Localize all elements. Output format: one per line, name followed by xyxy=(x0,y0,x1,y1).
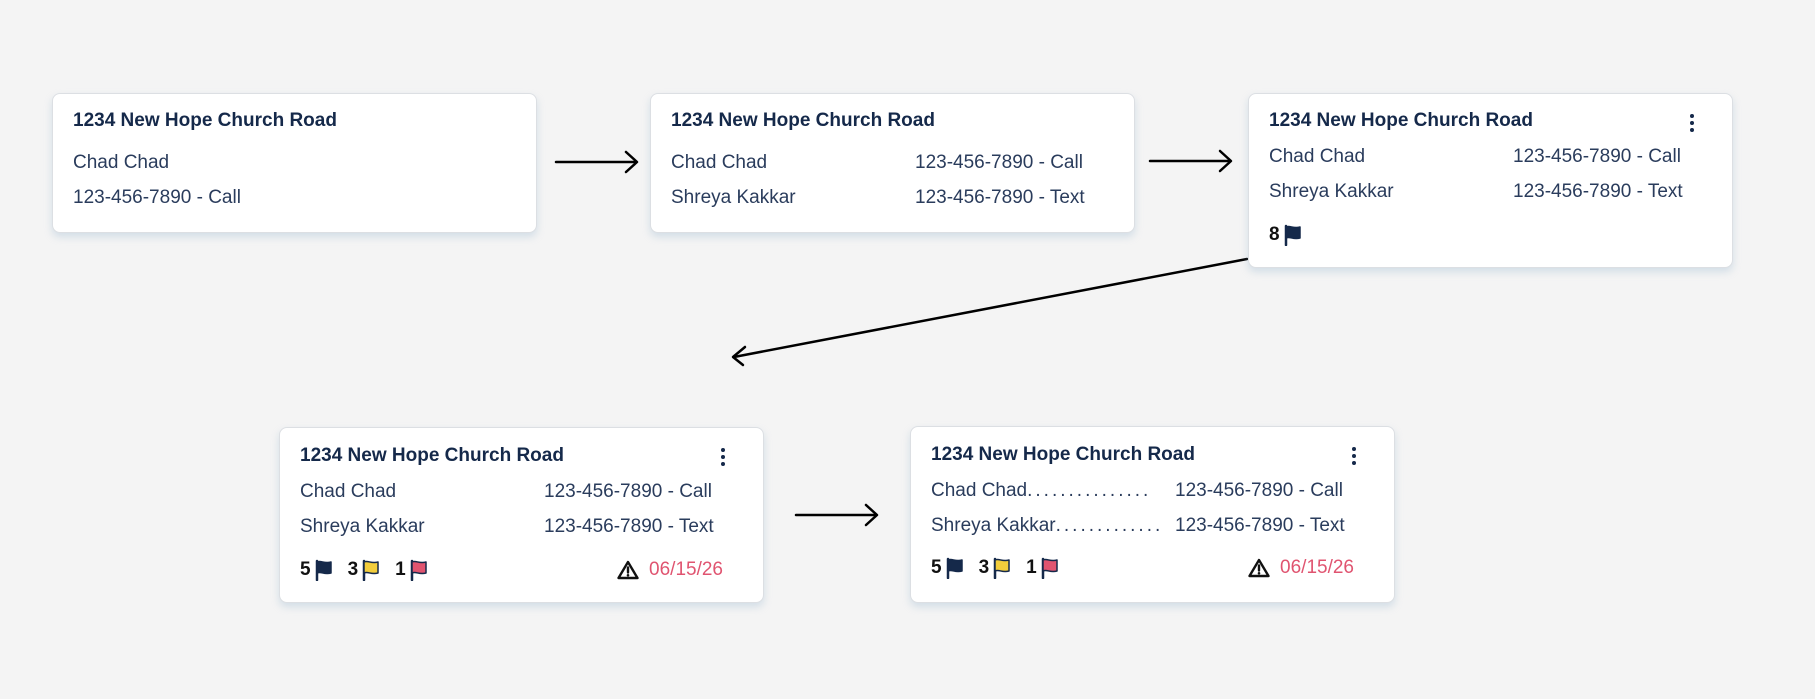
due-date-text: 06/15/26 xyxy=(649,559,723,580)
dot-leader: ............... xyxy=(1027,480,1152,501)
contact-name: Shreya Kakkar xyxy=(671,187,796,208)
contact-phone: 123-456-7890 - Text xyxy=(544,516,714,537)
card-title: 1234 New Hope Church Road xyxy=(1269,110,1533,131)
arrow-card3-to-card4-head xyxy=(731,345,747,367)
card-title: 1234 New Hope Church Road xyxy=(671,110,935,131)
flag-counts: 8 xyxy=(1269,224,1317,246)
contact-name: Chad Chad xyxy=(931,480,1028,501)
arrow-card2-to-card3 xyxy=(1148,149,1233,173)
card-title: 1234 New Hope Church Road xyxy=(931,444,1195,465)
contact-name: Shreya Kakkar xyxy=(1269,181,1394,202)
due-date: 06/15/26 xyxy=(1248,557,1354,579)
more-vertical-icon[interactable] xyxy=(1684,112,1700,134)
property-card-4[interactable]: 1234 New Hope Church Road Chad Chad 123-… xyxy=(279,427,764,603)
flag-navy-icon xyxy=(1284,224,1301,246)
flag-count-red: 1 xyxy=(395,559,429,581)
flag-count-navy: 5 xyxy=(300,559,334,581)
contact-name: Shreya Kakkar xyxy=(300,516,425,537)
due-date: 06/15/26 xyxy=(617,559,723,581)
alert-triangle-icon xyxy=(617,560,639,580)
flag-red-icon xyxy=(1041,557,1058,579)
flag-yellow-icon xyxy=(993,557,1010,579)
flag-count-yellow: 3 xyxy=(979,557,1013,579)
flag-yellow-icon xyxy=(362,559,379,581)
flag-navy-icon xyxy=(946,557,963,579)
more-vertical-icon[interactable] xyxy=(1346,445,1362,467)
contact-name: Chad Chad xyxy=(671,152,768,173)
property-card-1[interactable]: 1234 New Hope Church Road Chad Chad 123-… xyxy=(52,93,537,233)
flag-navy-icon xyxy=(315,559,332,581)
contact-row: Shreya Kakkar ............. 123-456-7890… xyxy=(931,515,1351,537)
due-date-text: 06/15/26 xyxy=(1280,557,1354,578)
contact-phone: 123-456-7890 - Text xyxy=(915,187,1085,208)
flag-counts: 5 3 1 xyxy=(300,559,443,581)
contact-phone: 123-456-7890 - Call xyxy=(544,481,712,502)
card-title: 1234 New Hope Church Road xyxy=(300,445,564,466)
card-title: 1234 New Hope Church Road xyxy=(73,110,337,131)
contact-phone: 123-456-7890 - Text xyxy=(1175,515,1345,536)
contact-phone: 123-456-7890 - Text xyxy=(1513,181,1683,202)
contact-name: Shreya Kakkar xyxy=(931,515,1056,536)
contact-row: Chad Chad ............... 123-456-7890 -… xyxy=(931,480,1351,502)
dot-leader: ............. xyxy=(1055,515,1164,536)
contact-phone: 123-456-7890 - Call xyxy=(1175,480,1343,501)
flag-count-navy: 8 xyxy=(1269,224,1303,246)
contact-phone: 123-456-7890 - Call xyxy=(1513,146,1681,167)
property-card-3[interactable]: 1234 New Hope Church Road Chad Chad 123-… xyxy=(1248,93,1733,268)
arrow-card1-to-card2 xyxy=(554,150,639,174)
contact-name: Chad Chad xyxy=(73,152,170,173)
flag-count-red: 1 xyxy=(1026,557,1060,579)
contact-phone: 123-456-7890 - Call xyxy=(73,187,241,208)
property-card-2[interactable]: 1234 New Hope Church Road Chad Chad 123-… xyxy=(650,93,1135,233)
flag-red-icon xyxy=(410,559,427,581)
contact-name: Chad Chad xyxy=(300,481,397,502)
more-vertical-icon[interactable] xyxy=(715,446,731,468)
flag-count-navy: 5 xyxy=(931,557,965,579)
alert-triangle-icon xyxy=(1248,558,1270,578)
flag-count-yellow: 3 xyxy=(348,559,382,581)
flag-counts: 5 3 1 xyxy=(931,557,1074,579)
property-card-5[interactable]: 1234 New Hope Church Road Chad Chad ....… xyxy=(910,426,1395,603)
contact-phone: 123-456-7890 - Call xyxy=(915,152,1083,173)
contact-name: Chad Chad xyxy=(1269,146,1366,167)
arrow-card3-to-card4 xyxy=(732,257,1249,359)
arrow-card4-to-card5 xyxy=(794,503,879,527)
